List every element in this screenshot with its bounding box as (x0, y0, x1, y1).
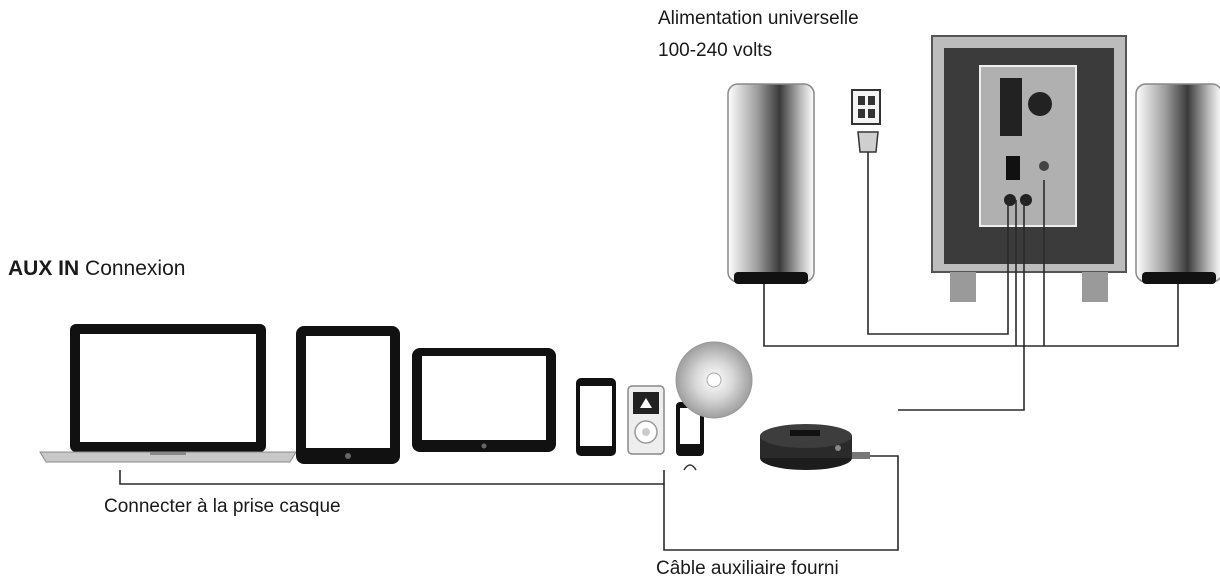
aux-cable-label: Câble auxiliaire fourni (656, 558, 839, 579)
laptop-icon (39, 324, 297, 463)
heading-connexion: Connexion (79, 257, 186, 280)
left-speaker-icon (727, 83, 815, 284)
headphone-icon (683, 464, 697, 471)
power-label-line2: 100-240 volts (658, 40, 773, 61)
subwoofer-icon (931, 35, 1127, 302)
music-player-icon (627, 385, 665, 455)
wall-outlet-icon (851, 89, 881, 125)
heading-aux-in: AUX IN (8, 257, 80, 280)
power-label-line1: Alimentation universelle (658, 8, 859, 29)
aux-hub-icon (760, 424, 852, 470)
power-plug-icon (857, 131, 879, 153)
smartphone-icon (576, 378, 616, 456)
media-player-icon (676, 402, 704, 471)
right-speaker-icon (1135, 83, 1220, 284)
tablet-landscape-icon (412, 348, 556, 452)
cd-icon (675, 341, 753, 419)
headphone-jack-label: Connecter à la prise casque (104, 496, 341, 517)
diagram-title: AUX IN Connexion (8, 258, 185, 280)
cables (119, 152, 1179, 551)
tablet-icon (296, 326, 400, 464)
aux-plug-icon (852, 452, 870, 459)
